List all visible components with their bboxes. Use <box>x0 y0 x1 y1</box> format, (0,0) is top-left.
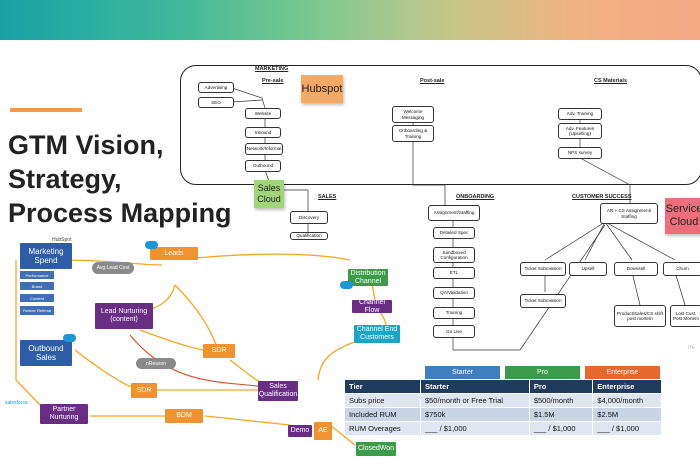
pricing-cell: ___ / $1,000 <box>419 421 530 436</box>
avg-lead-cost-pill: Avg Lead Cost <box>92 262 134 274</box>
presale-network: Network/Informal <box>245 143 283 155</box>
presale-website: Website <box>245 108 281 119</box>
onboarding-label: ONBOARDING <box>456 194 495 200</box>
tier-pro-header: Pro <box>505 366 580 379</box>
spend-brand: Brand <box>20 282 54 290</box>
pricing-header-row: Tier Starter Pro Enterprise <box>344 379 662 394</box>
presale-outbound: Outbound <box>245 160 281 172</box>
postsale-welcome: Welcome Messaging <box>392 106 434 123</box>
header-banner <box>0 0 700 40</box>
postsale-onboarding: Onboarding & Training <box>392 125 434 142</box>
pricing-cell: $4,000/month <box>592 393 662 408</box>
sales-discovery: Discovery <box>290 211 328 224</box>
pricing-header-cell: Pro <box>528 379 594 394</box>
tier-starter-header: Starter <box>425 366 500 379</box>
channel-flow-node: Channel Flow <box>352 299 392 314</box>
marketing-label: MARKETING <box>255 66 289 72</box>
presale-advertising: Advertising <box>198 82 234 93</box>
onb-qa: QA/Validation <box>433 287 475 299</box>
cs-ticket-submission-2: Ticket Submission <box>520 294 566 308</box>
presale-label: Pre-sale <box>262 78 284 84</box>
ae-node: AE <box>314 422 332 440</box>
outbound-sales-node: Outbound Sales <box>20 340 72 366</box>
onb-sandboxed: Sandboxed Configuration <box>433 247 475 263</box>
spend-content: Content <box>20 294 54 302</box>
marketing-spend-node: Marketing Spend <box>20 243 72 269</box>
pricing-cell: $2.5M <box>592 407 662 422</box>
cs-churn: Churn <box>663 262 700 276</box>
watermark: mi <box>688 345 695 351</box>
sales-qualification-node: Sales Qualification <box>258 381 298 401</box>
pricing-cell: $50/month or Free Trial <box>419 393 530 408</box>
cs-downsell: Downsell <box>614 262 658 276</box>
presale-seo: SEO <box>198 97 234 108</box>
sdr2-node: SDR <box>131 383 157 398</box>
pricing-cell: $1.5M <box>528 407 594 422</box>
service-cloud-sticky: Service Cloud <box>665 198 700 234</box>
partner-nurturing-node: Partner Nurturing <box>40 404 88 424</box>
pricing-cell: $750k <box>419 407 530 422</box>
title-line-3: Process Mapping <box>8 198 232 228</box>
onb-training: Training <box>433 307 475 319</box>
pricing-header-cell: Enterprise <box>592 379 662 394</box>
pricing-cell: ___ / $1,000 <box>592 421 662 436</box>
onb-assignment: Assignment/Staffing <box>428 205 480 221</box>
pricing-cell: RUM Overages <box>344 421 421 436</box>
table-row: RUM Overages ___ / $1,000 ___ / $1,000 _… <box>344 421 662 436</box>
table-row: Subs price $50/month or Free Trial $500/… <box>344 393 662 408</box>
sdr-node: SDR <box>203 344 235 358</box>
cs-ar-assignment: AR + CS Assignment/ Staffing <box>600 203 658 224</box>
distribution-channel-node: Distribution Channel <box>348 269 388 286</box>
cs-materials-label: CS Materials <box>594 78 628 84</box>
sales-qualification: Qualification <box>290 232 328 240</box>
pricing-header-cell: Tier <box>344 379 421 394</box>
hubspot-tag: HubSpot <box>52 237 72 243</box>
pricing-table: Tier Starter Pro Enterprise Subs price $… <box>344 379 662 436</box>
spend-performance: Performance <box>20 271 54 279</box>
title-line-2: Strategy, <box>8 164 122 194</box>
leads-node: Leads <box>150 247 198 260</box>
hubspot-sticky: Hubspot <box>301 75 343 103</box>
table-row: Included RUM $750k $1.5M $2.5M <box>344 407 662 422</box>
cs-adv-training: Adv. Training <box>558 108 602 120</box>
page-title: GTM Vision, Strategy, Process Mapping <box>8 128 248 230</box>
salesforce-icon-3 <box>340 281 353 289</box>
demo-node: Demo <box>288 425 312 437</box>
onb-etl: ETL <box>433 267 475 279</box>
bdm-node: BDM <box>165 409 203 423</box>
tier-enterprise-header: Enterprise <box>585 366 660 379</box>
pricing-cell: ___ / $1,000 <box>528 421 594 436</box>
nreason-pill: nReason <box>136 358 176 369</box>
spend-partner-referral: Partner Referral <box>20 306 54 315</box>
cs-post-mortem: Product/Sales/CS shift post mortem <box>614 305 666 327</box>
salesforce-tag: salesforce <box>5 400 28 406</box>
pricing-cell: $500/month <box>528 393 594 408</box>
cs-nps-survey: NPS survey <box>558 147 602 159</box>
salesforce-icon <box>145 241 158 249</box>
presale-inbound: Inbound <box>245 127 281 138</box>
sales-label: SALES <box>318 194 337 200</box>
lead-nurturing-node: Lead Nurturing (content) <box>95 303 153 329</box>
salesforce-icon-2 <box>63 334 76 342</box>
sales-cloud-sticky: Sales Cloud <box>254 180 284 208</box>
pricing-cell: Included RUM <box>344 407 421 422</box>
postsale-label: Post-sale <box>420 78 445 84</box>
title-line-1: GTM Vision, <box>8 130 164 160</box>
cs-lost-cust: Lost Cust. Post Mortem <box>670 305 700 327</box>
onb-go-live: Go Live <box>433 325 475 338</box>
cs-adv-features: Adv. Features (Upselling) <box>558 123 602 139</box>
accent-bar <box>10 108 82 112</box>
pricing-cell: Subs price <box>344 393 421 408</box>
closed-won-node: ClosedWon <box>356 442 396 456</box>
customer-success-label: CUSTOMER SUCCESS <box>572 194 632 200</box>
cs-upsell: Upsell <box>569 262 607 276</box>
onb-detailed-spec: Detailed Spec <box>433 227 475 239</box>
channel-end-customers-node: Channel End Customers <box>354 325 400 343</box>
pricing-header-cell: Starter <box>419 379 530 394</box>
cs-ticket-submission: Ticket Submission <box>520 262 566 276</box>
